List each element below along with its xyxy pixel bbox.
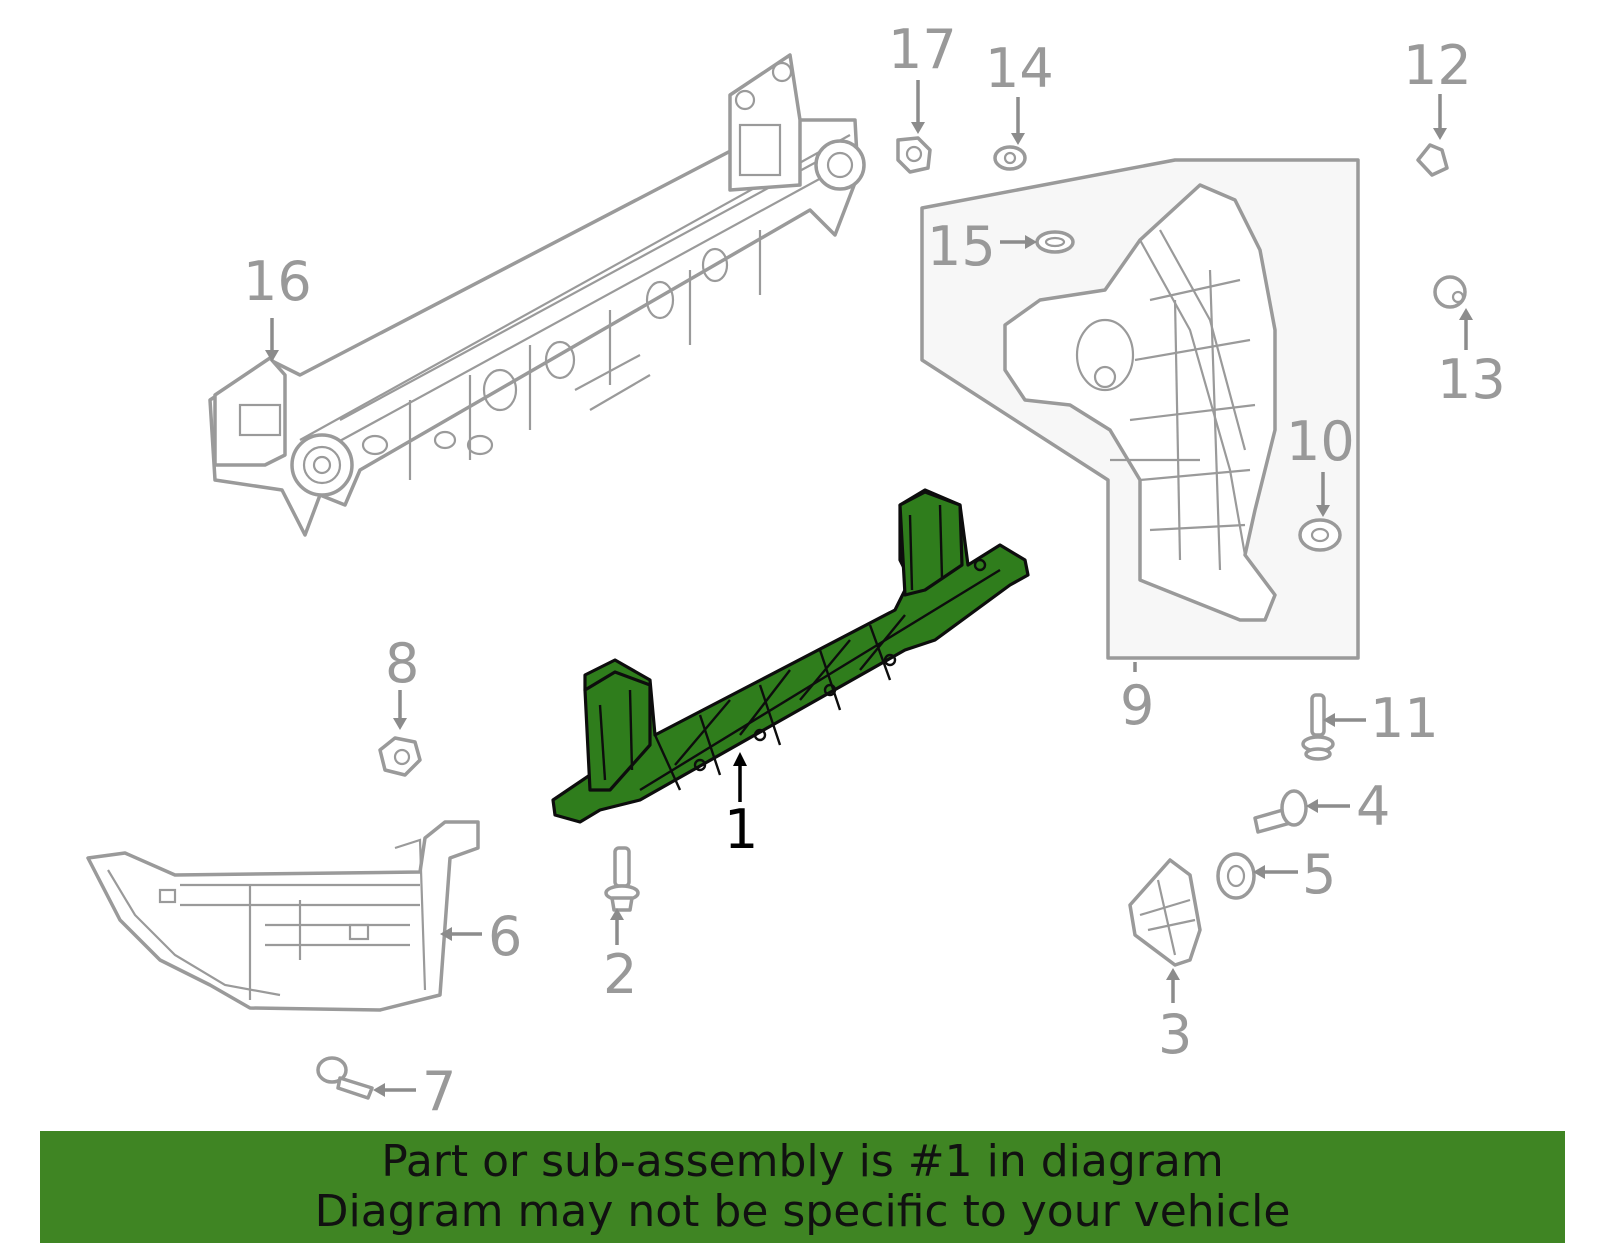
callout-8: 8 <box>385 632 419 695</box>
callout-12: 12 <box>1403 34 1472 97</box>
part-6-lower-bracket <box>86 820 480 1012</box>
callout-16: 16 <box>243 250 312 313</box>
callout-15: 15 <box>927 215 996 278</box>
callout-labels: 1 2 3 4 5 6 7 8 9 10 11 12 13 14 15 16 1… <box>243 18 1506 1123</box>
callout-3: 3 <box>1158 1003 1192 1066</box>
callout-2: 2 <box>603 943 637 1006</box>
leader-arrows <box>265 80 1473 1097</box>
callout-9: 9 <box>1120 674 1154 737</box>
part-13-clip-icon <box>1433 275 1467 309</box>
part-10-nut-icon <box>1298 518 1342 552</box>
callout-14: 14 <box>985 37 1054 100</box>
part-11-bolt-icon <box>1301 693 1335 761</box>
callout-11: 11 <box>1370 687 1439 750</box>
part-17-nut-icon <box>896 136 932 174</box>
callout-6: 6 <box>488 905 522 968</box>
banner-line-1: Part or sub-assembly is #1 in diagram <box>381 1136 1224 1187</box>
callout-10: 10 <box>1286 410 1355 473</box>
part-14-clip-icon <box>993 145 1027 171</box>
callout-7: 7 <box>422 1060 456 1123</box>
part-3-bracket-icon <box>1128 858 1202 967</box>
part-12-clip-icon <box>1416 143 1449 177</box>
callout-5: 5 <box>1302 843 1336 906</box>
part-5-nut-icon <box>1216 852 1256 900</box>
part-8-nut-icon <box>378 736 422 777</box>
part-1-lower-reinforcement <box>551 488 1030 824</box>
part-16-reinforcement-bar <box>208 53 866 537</box>
part-2-bolt-icon <box>604 846 640 912</box>
part-7-screw-icon <box>316 1056 374 1100</box>
part-4-screw-icon <box>1253 789 1308 834</box>
info-banner: Part or sub-assembly is #1 in diagram Di… <box>40 1131 1565 1243</box>
callout-1: 1 <box>724 798 758 861</box>
callout-13: 13 <box>1437 348 1506 411</box>
part-9-group-box <box>920 158 1360 660</box>
part-15-grommet-icon <box>1035 230 1075 254</box>
callout-4: 4 <box>1356 775 1390 838</box>
callout-17: 17 <box>888 18 957 81</box>
banner-line-2: Diagram may not be specific to your vehi… <box>314 1186 1291 1237</box>
